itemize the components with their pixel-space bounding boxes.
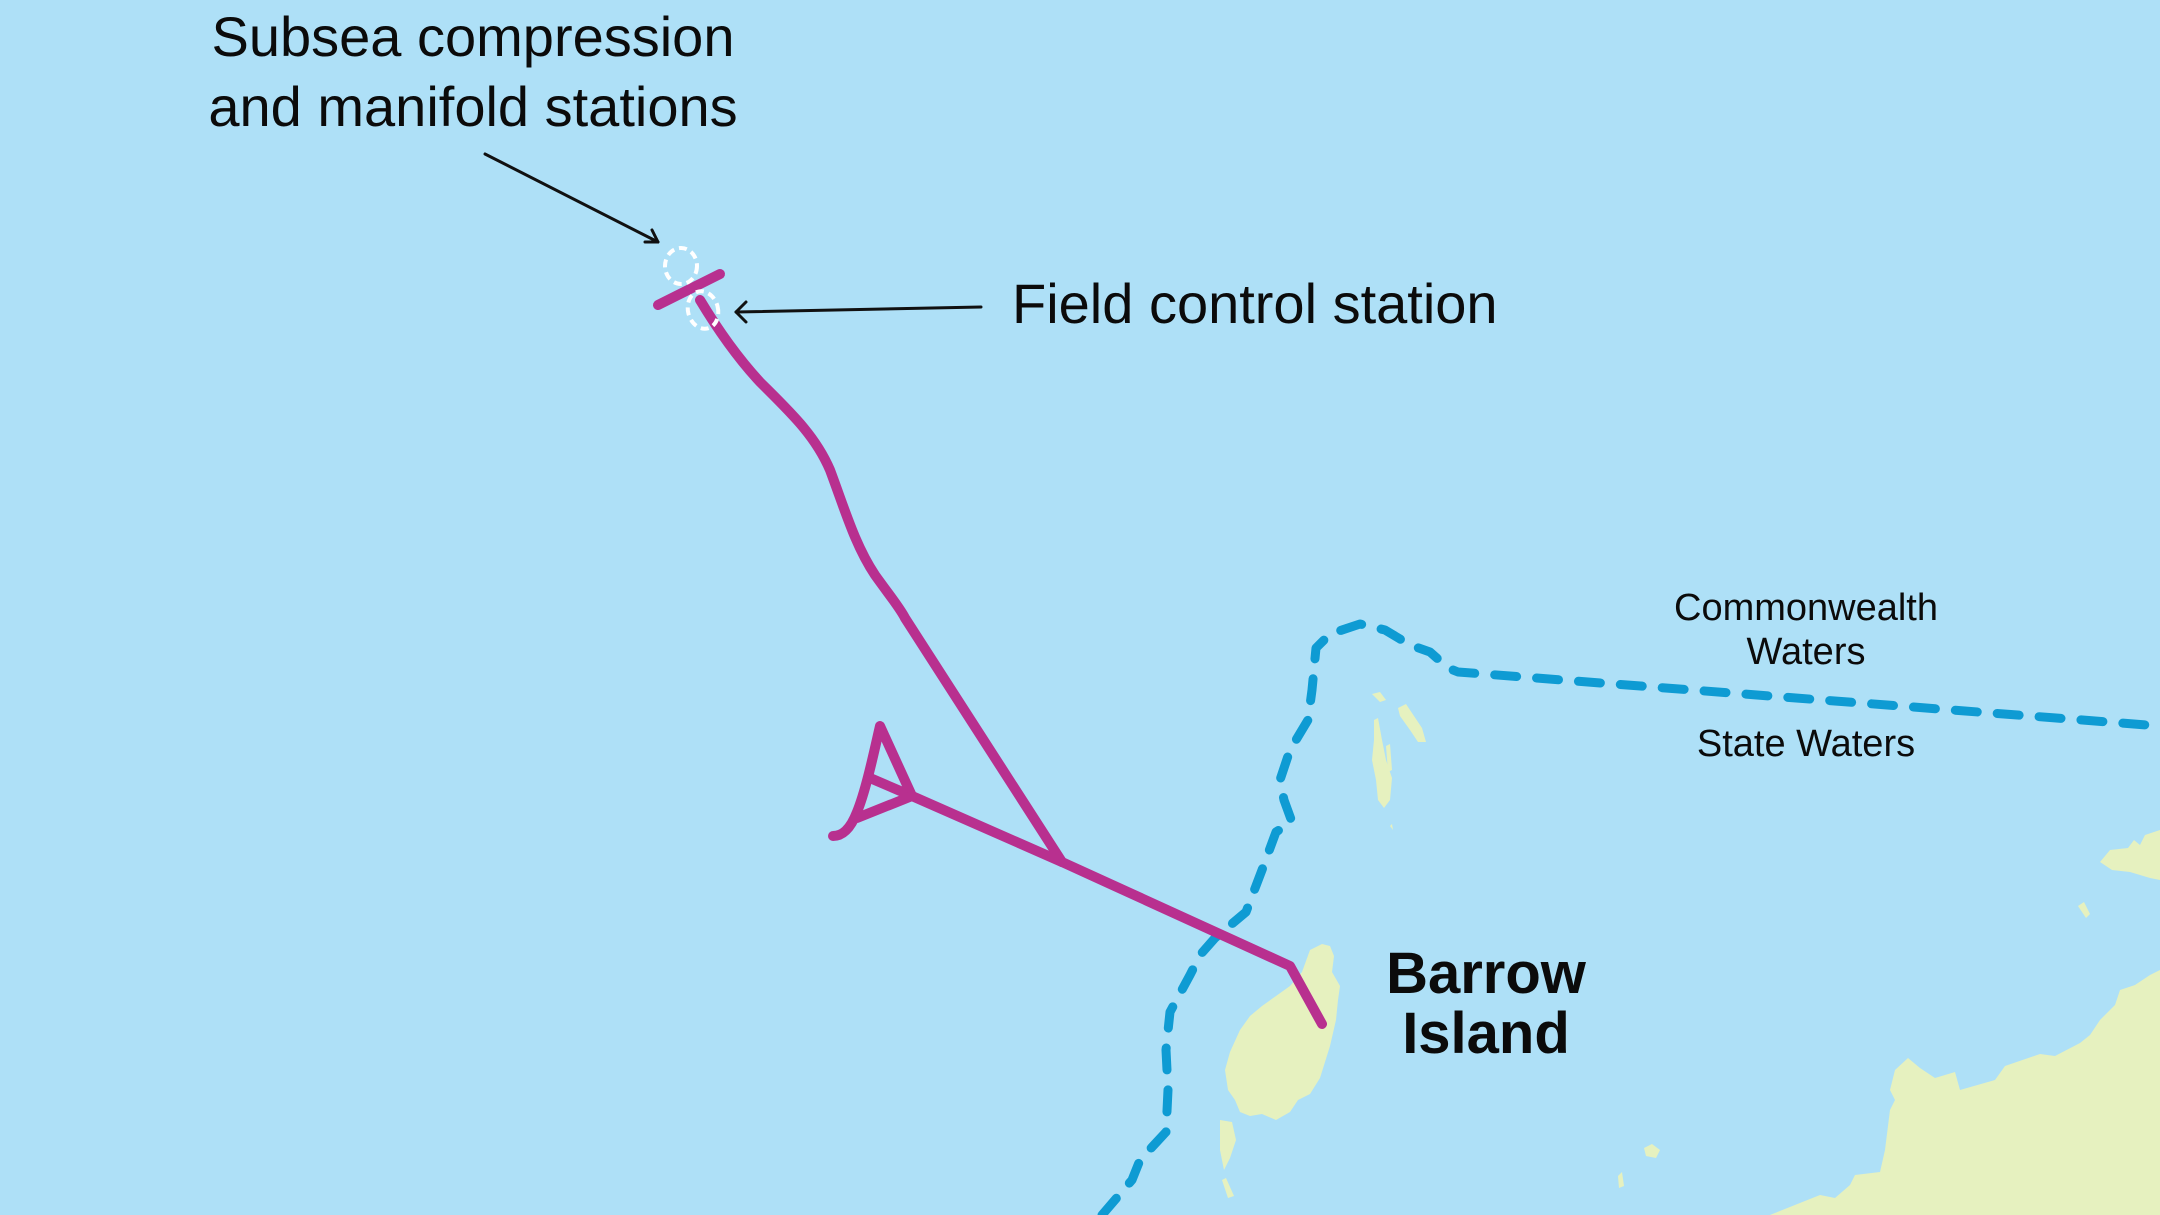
barrow-island-label-line2: Island [1402, 1001, 1570, 1066]
pipeline-branch [907, 791, 1067, 867]
pipeline-a-crossbar-upper [865, 773, 917, 801]
commonwealth-state-boundary [1097, 619, 2160, 1215]
subsea-label-line2: and manifold stations [208, 75, 737, 138]
mainland-coast [1618, 830, 2160, 1215]
pipeline-trunk [695, 295, 1327, 1029]
commonwealth-waters-label-line2: Waters [1747, 631, 1866, 673]
barrow-island [1220, 944, 1340, 1198]
subsea-callout-arrow [483, 152, 660, 244]
subsea-label-line1: Subsea compression [212, 5, 735, 68]
island-cluster [1372, 692, 1426, 830]
pipeline-a-frame [828, 721, 917, 841]
state-waters-label: State Waters [1697, 723, 1915, 765]
field-control-station-marker[interactable] [684, 288, 723, 332]
pipeline-t-bar [653, 269, 725, 310]
field-control-label: Field control station [1012, 272, 1498, 335]
barrow-island-label-line1: Barrow [1386, 941, 1587, 1006]
field-control-callout-arrow [734, 300, 983, 324]
pipeline [653, 269, 1327, 1029]
commonwealth-waters-label-line1: Commonwealth [1674, 587, 1938, 629]
pipeline-a-crossbar-lower [852, 791, 917, 823]
subsea-compression-station-marker[interactable] [663, 246, 699, 286]
